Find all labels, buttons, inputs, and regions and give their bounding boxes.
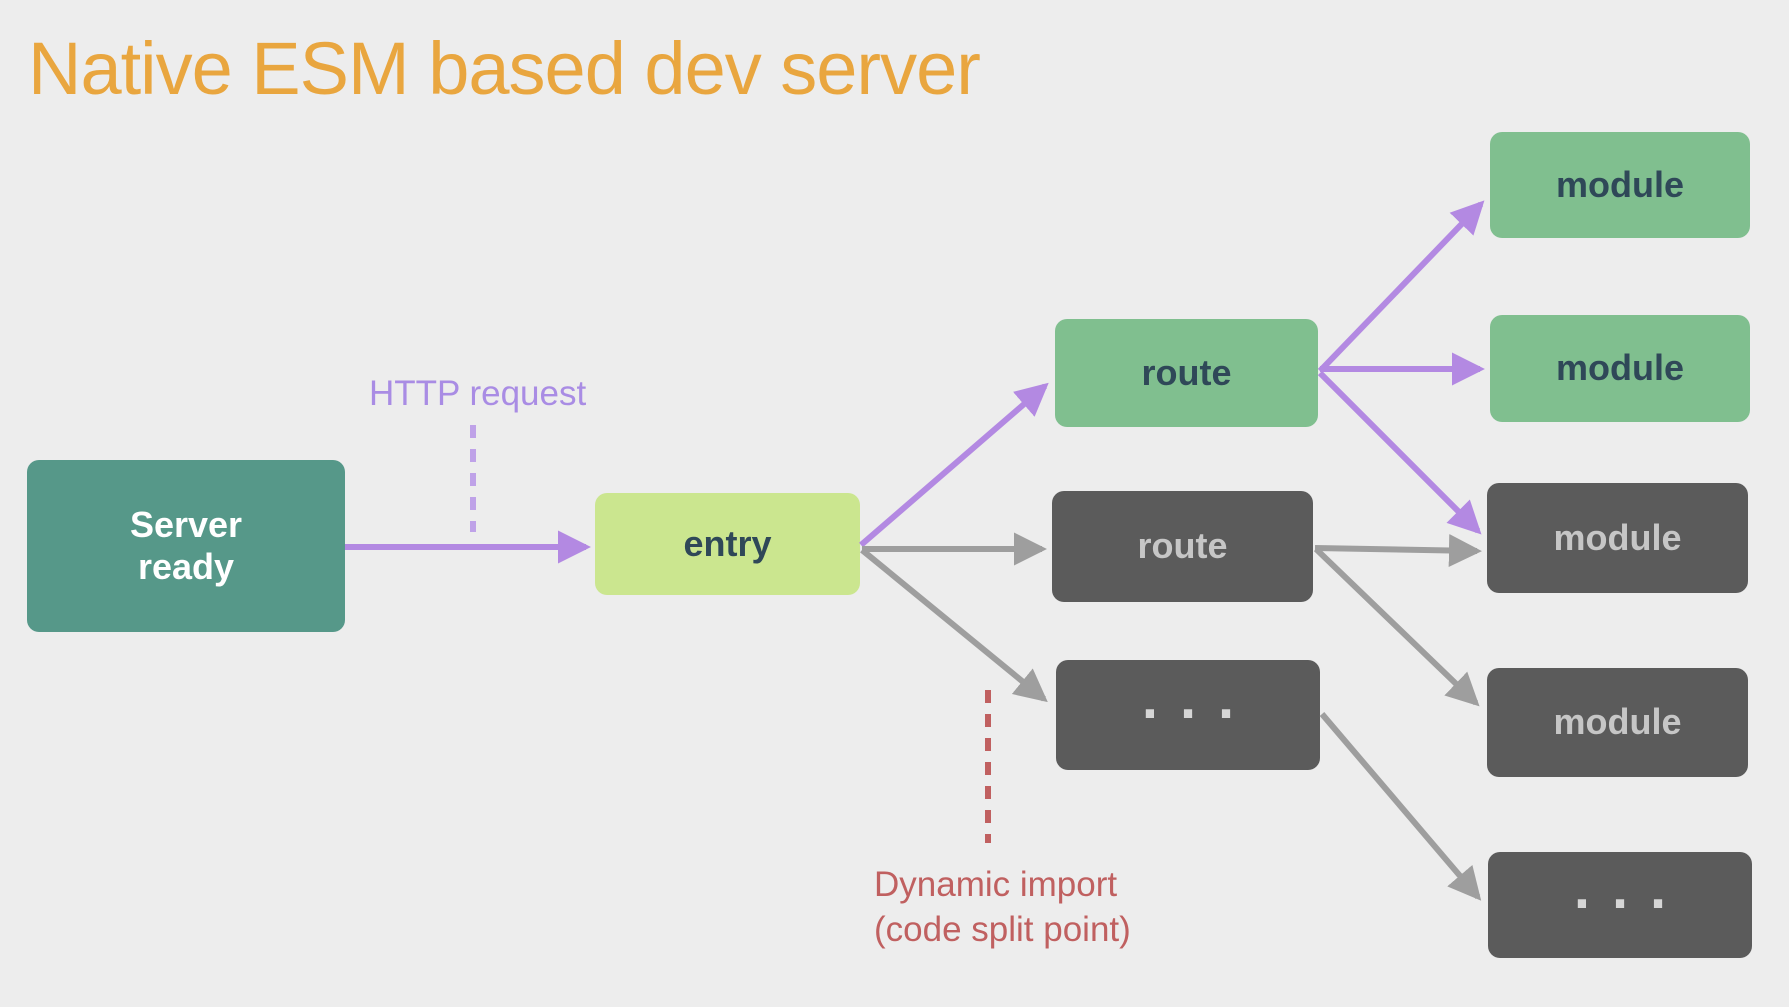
node-module-4: module [1487,668,1748,777]
node-module-1-label: module [1555,163,1684,205]
edge-routes-ellipsis-to-modules-ellipsis [1319,712,1482,901]
node-modules-ellipsis: ... [1488,852,1752,958]
ellipsis-icon: ... [1573,855,1689,921]
edge-route-unloaded-to-module-4 [1313,546,1480,707]
node-module-2: module [1490,315,1750,422]
ellipsis-icon: ... [1141,665,1257,731]
edge-entry-to-routes-ellipsis [860,547,1048,703]
edge-route-loaded-to-module-1 [1317,200,1485,374]
edge-entry-to-route-loaded [859,382,1049,548]
node-module-4-label: module [1553,701,1682,743]
node-route-unloaded-label: route [1137,525,1228,567]
node-route-loaded-label: route [1141,351,1232,393]
node-module-3-label: module [1553,516,1682,558]
node-module-3: module [1487,483,1748,593]
node-server-ready-label: Server ready [129,503,243,587]
node-entry: entry [595,493,860,595]
node-module-1: module [1490,132,1750,238]
node-route-loaded: route [1055,319,1318,427]
node-route-unloaded: route [1052,491,1313,602]
node-module-2-label: module [1555,347,1684,389]
node-routes-ellipsis: ... [1056,660,1320,770]
edge-route-loaded-to-module-3 [1317,370,1482,535]
node-server-ready: Server ready [27,460,345,632]
http-request-label: HTTP request [369,374,587,413]
dynamic-import-label: Dynamic import (code split point) [874,865,1131,949]
page-title: Native ESM based dev server [28,27,981,110]
edge-route-unloaded-to-module-3 [1314,533,1482,567]
node-entry-label: entry [683,522,772,564]
